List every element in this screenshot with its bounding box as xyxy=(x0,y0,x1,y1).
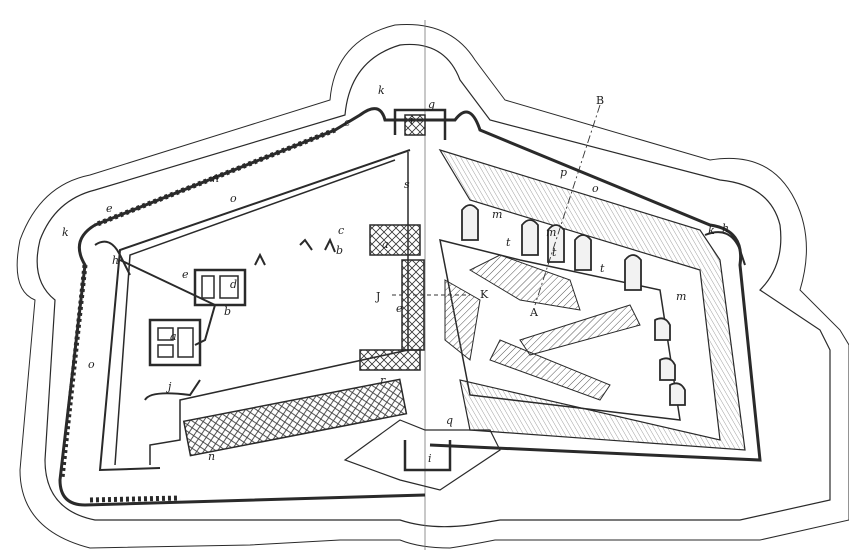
label-k-top: k xyxy=(378,84,385,97)
label-n-bottom: n xyxy=(208,450,215,463)
escarp-right xyxy=(425,110,762,462)
label-q: q xyxy=(446,414,453,427)
inner-rampart-left xyxy=(98,149,411,472)
label-K: K xyxy=(480,288,489,301)
label-e-right: e xyxy=(396,302,403,315)
label-r: r xyxy=(380,374,386,387)
label-s: s xyxy=(404,178,410,191)
label-h-right: h xyxy=(722,222,729,235)
label-b-left: b xyxy=(224,305,231,318)
label-m-2: m xyxy=(546,226,556,239)
casemate-top xyxy=(369,224,421,256)
label-c-top: c xyxy=(344,116,350,129)
label-i-top: i xyxy=(410,114,414,127)
ramp-right-4 xyxy=(444,279,481,361)
label-j: j xyxy=(165,380,172,393)
room-d xyxy=(193,268,247,307)
label-g: g xyxy=(428,98,435,111)
label-J: J xyxy=(375,290,380,303)
label-a-top: a xyxy=(382,238,389,251)
sentry-top xyxy=(404,114,426,136)
casemate-right-vertical xyxy=(401,259,425,351)
terreplein-right xyxy=(439,238,681,421)
label-i-bottom: i xyxy=(428,452,432,465)
label-e-mid: e xyxy=(182,268,189,281)
label-A: A xyxy=(529,306,539,319)
ramp-right-2 xyxy=(489,339,611,401)
label-b-right: b xyxy=(336,244,343,257)
label-B: B xyxy=(596,94,604,107)
label-c-mid: c xyxy=(338,224,344,237)
ramp-right xyxy=(519,304,641,356)
interior-marks xyxy=(254,237,336,266)
glacis-outline xyxy=(16,23,849,549)
label-k-left: k xyxy=(62,226,69,239)
escarp-left xyxy=(58,107,426,507)
ravelin-bottom xyxy=(343,419,501,491)
label-m-1: m xyxy=(492,208,502,221)
label-t-1: t xyxy=(506,236,511,249)
bastion-h-left xyxy=(94,240,131,276)
parapet-left-3 xyxy=(89,495,181,503)
passage-b xyxy=(119,259,217,346)
casemate-row-right xyxy=(359,349,421,371)
bastion-h-right xyxy=(704,231,746,266)
parapet-left xyxy=(94,127,336,228)
ramp-right-3 xyxy=(468,254,581,311)
label-m-3: m xyxy=(676,290,686,303)
salient-bottom xyxy=(403,440,452,472)
passage-j xyxy=(144,379,201,401)
counterscarp xyxy=(36,43,831,528)
label-a-room: a xyxy=(170,330,177,343)
salient-top xyxy=(393,108,447,140)
label-p: p xyxy=(560,166,567,179)
label-d: d xyxy=(230,278,237,291)
label-k-right: k xyxy=(708,224,715,237)
label-o-right: o xyxy=(592,182,599,195)
label-e-top: e xyxy=(106,202,113,215)
label-t-3: t xyxy=(600,262,605,275)
label-h-left: h xyxy=(112,254,119,267)
casemate-row-bottom xyxy=(182,378,408,457)
label-o-top: o xyxy=(230,192,237,205)
section-line-AB xyxy=(534,104,601,306)
label-n-top: n xyxy=(212,172,219,185)
traverses xyxy=(461,204,686,406)
label-o-left: o xyxy=(88,358,95,371)
label-t-2: t xyxy=(552,246,557,259)
interior-wall-left-2 xyxy=(114,159,396,466)
